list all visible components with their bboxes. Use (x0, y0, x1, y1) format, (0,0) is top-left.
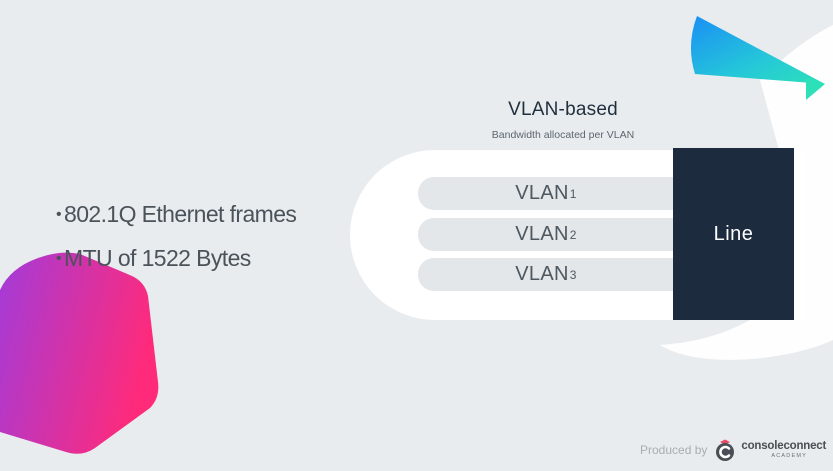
vlan-label: VLAN (515, 182, 569, 204)
diagram-title: VLAN-based (508, 99, 618, 120)
line-block: Line (673, 148, 794, 320)
console-connect-logo-icon (716, 439, 735, 461)
bullet-dot-icon: • (56, 250, 62, 267)
triangle-accent (690, 16, 825, 84)
triangle-accent-tip (806, 78, 825, 100)
bullet-text: 802.1Q Ethernet frames (64, 201, 297, 227)
bullet-item: •802.1Q Ethernet frames (56, 198, 297, 242)
footer-branding: Produced by consoleconnect ACADEMY (640, 436, 826, 464)
hexagon-accent (0, 252, 159, 454)
bullet-list: •802.1Q Ethernet frames •MTU of 1522 Byt… (56, 198, 297, 286)
vlan-number: 1 (569, 186, 577, 201)
line-label: Line (713, 222, 754, 245)
vlan-label: VLAN (515, 223, 569, 245)
bullet-item: •MTU of 1522 Bytes (56, 242, 296, 286)
diagram-subtitle: Bandwidth allocated per VLAN (491, 129, 635, 141)
white-swoosh (660, 25, 833, 360)
brand-name: consoleconnect (741, 440, 827, 452)
vlan-number: 2 (569, 227, 577, 242)
vlan-label: VLAN (515, 263, 569, 285)
bullet-dot-icon: • (56, 206, 62, 223)
brand-wordmark: consoleconnect ACADEMY (741, 440, 827, 459)
vlan-number: 3 (569, 267, 577, 282)
brand-sub: ACADEMY (771, 452, 807, 459)
produced-by-text: Produced by (640, 443, 708, 457)
bullet-text: MTU of 1522 Bytes (64, 245, 251, 271)
